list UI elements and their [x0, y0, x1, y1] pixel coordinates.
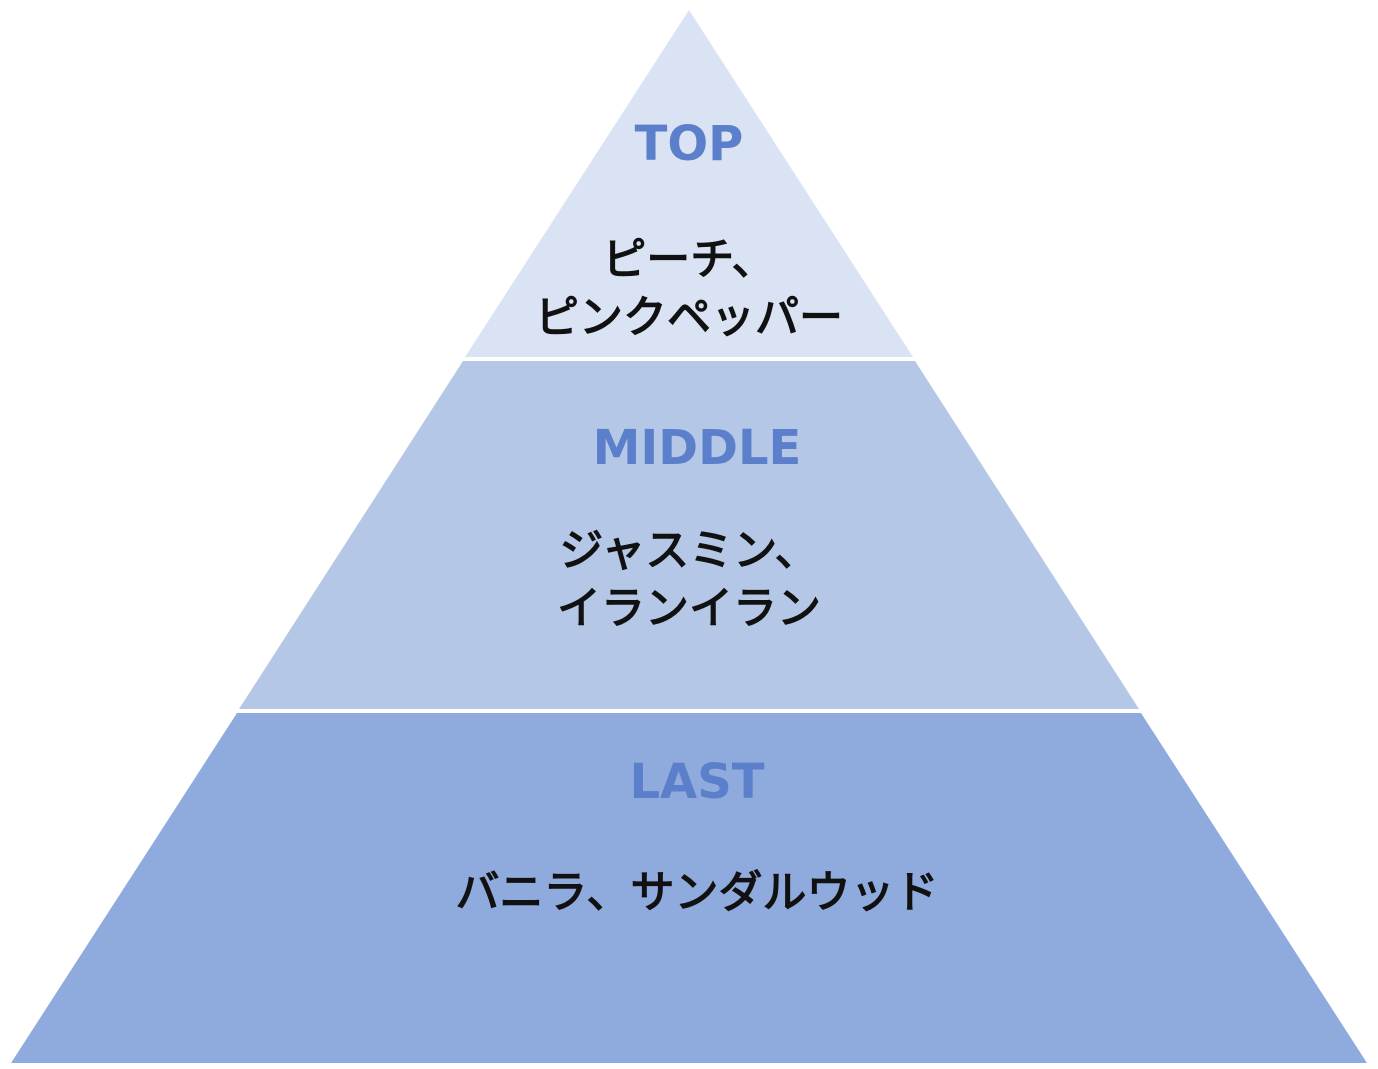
tier-top-note-line-1: ピーチ、 — [602, 234, 775, 285]
tier-top-note-line-2: ピンクペッパー — [535, 292, 843, 343]
tier-last-shape — [11, 713, 1367, 1063]
tier-middle-note-line-2: イランイラン — [557, 583, 821, 634]
tier-last-title: LAST — [629, 754, 764, 810]
tier-middle-shape — [239, 361, 1139, 709]
tier-last-note-line-1: バニラ、サンダルウッド — [455, 867, 938, 918]
tier-middle-note-line-1: ジャスミン、 — [559, 525, 818, 576]
tier-middle-title: MIDDLE — [593, 420, 802, 476]
tier-top-shape — [465, 10, 913, 357]
tier-top-title: TOP — [635, 116, 744, 172]
